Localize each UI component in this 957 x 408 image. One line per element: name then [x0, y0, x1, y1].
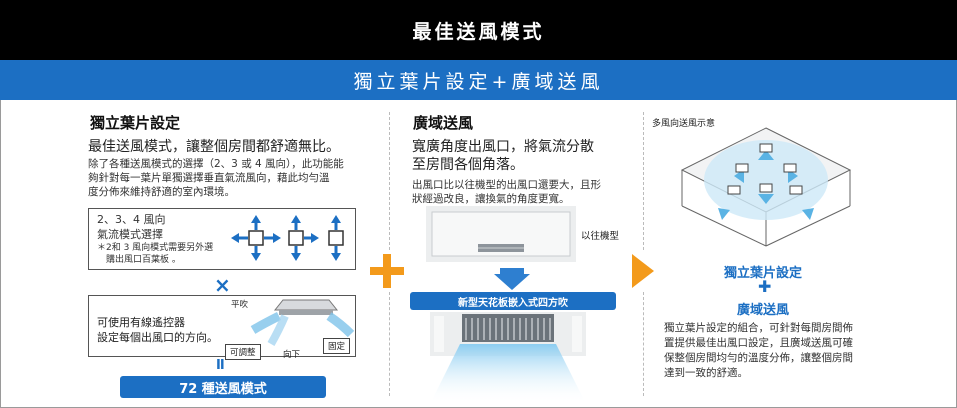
result-pill: 72 種送風模式 [120, 376, 326, 398]
divider-left-lower [389, 292, 390, 396]
airflow-direction-icons [231, 215, 344, 261]
four-way-icon [231, 215, 281, 261]
diagram-title: 多風向送風示意 [652, 119, 716, 129]
left-lead: 最佳送風模式，讓整個房間都舒適無比。 [88, 139, 340, 155]
room-airflow-diagram [680, 127, 852, 247]
left-desc-line: 除了各種送風模式的選擇（2、3 或 4 風向），此功能能 [88, 158, 344, 170]
left-title: 獨立葉片設定 [90, 114, 181, 132]
right-description: 獨立葉片設定的組合，可針對每間房間佈 置提供最佳出風口設定，且廣域送風可確 保整… [664, 321, 853, 381]
middle-desc-line: 狀經過改良，讓換氣的角度更寬。 [412, 193, 570, 205]
airflow-mode-box: 2、3、4 風向 氣流模式選擇 ＊2和 3 風向模式需要另外選 購出風口百葉板 … [88, 208, 356, 270]
remote-control-box: 可使用有線遙控器 設定每個出風口的方向。 平吹 可調整 向下 固定 [88, 295, 356, 360]
section-banner: 獨立葉片設定+廣域送風 [0, 60, 957, 100]
left-description: 除了各種送風模式的選擇（2、3 或 4 風向），此功能能 夠針對每一葉片單獨選擇… [88, 157, 344, 199]
label-fixed: 固定 [323, 338, 351, 354]
new-model-pill: 新型天花板嵌入式四方吹 [410, 292, 616, 310]
remote-line: 可使用有線遙控器 [97, 316, 185, 329]
left-desc-line: 度分佈來維持舒適的室內環境。 [88, 186, 235, 198]
highlight-independent-louver: 獨立葉片設定 [724, 266, 803, 281]
remote-line: 設定每個出風口的方向。 [97, 331, 218, 344]
old-model-label: 以往機型 [581, 231, 620, 242]
plus-icon [370, 254, 404, 288]
label-horizontal: 平吹 [231, 300, 249, 310]
label-adjustable: 可調整 [225, 344, 261, 360]
middle-desc-line: 出風口比以往機型的出風口還要大，且形 [412, 179, 601, 191]
three-way-icon [288, 215, 319, 261]
divider-right-lower [643, 292, 644, 396]
mode-line: 2、3、4 風向 [97, 213, 166, 226]
mode-note: ＊2和 3 風向模式需要另外選 [97, 243, 214, 253]
mode-note: 購出風口百葉板 。 [97, 255, 181, 265]
plus-blue-icon: ✚ [758, 277, 772, 296]
divider-left [389, 112, 390, 250]
middle-lead-line: 寬廣角度出風口，將氣流分散 [412, 139, 594, 155]
page-title: 最佳送風模式 [0, 0, 957, 60]
arrow-down-icon [494, 268, 530, 290]
equals-icon: II [216, 358, 225, 373]
middle-description: 出風口比以往機型的出風口還要大，且形 狀經過改良，讓換氣的角度更寬。 [412, 178, 601, 206]
middle-title: 廣域送風 [413, 114, 474, 132]
right-desc-line: 獨立葉片設定的組合，可針對每間房間佈 [664, 322, 853, 334]
old-model-unit-image [426, 206, 576, 262]
divider-right [643, 112, 644, 250]
chevron-right-icon [632, 254, 654, 288]
highlight-wide-airflow: 廣域送風 [737, 303, 790, 318]
middle-lead: 寬廣角度出風口，將氣流分散 至房間各個角落。 [412, 138, 594, 174]
middle-lead-line: 至房間各個角落。 [412, 157, 524, 173]
right-desc-line: 保整個房間均勻的溫度分佈，讓整個房間 [664, 352, 853, 364]
louver-angle-icon [250, 299, 355, 346]
times-icon: × [214, 273, 231, 297]
right-desc-line: 置提供最佳出風口設定，且廣域送風可確 [664, 337, 853, 349]
two-way-icon [328, 215, 344, 261]
left-desc-line: 夠針對每一葉片單獨選擇垂直氣流風向，藉此均勻溫 [88, 172, 330, 184]
mode-line: 氣流模式選擇 [97, 228, 163, 241]
right-desc-line: 達到一致的舒適。 [664, 367, 748, 379]
new-model-unit-image [430, 312, 586, 404]
label-down: 向下 [283, 350, 301, 360]
